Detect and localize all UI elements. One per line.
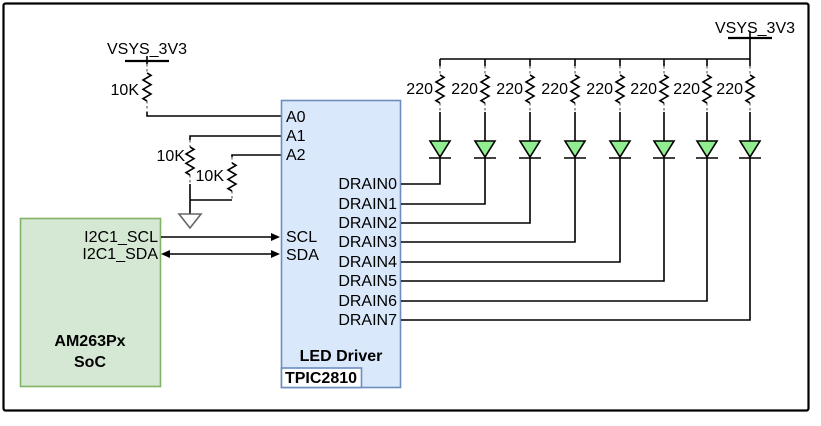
- pin-label-drain3: DRAIN3: [338, 234, 397, 251]
- led-network-wires: [401, 31, 751, 321]
- soc-title-line1: AM263Px: [54, 333, 125, 350]
- resistor-symbol-led4: [615, 74, 625, 104]
- resistor-symbol-a1: [185, 146, 195, 176]
- resistor-value-led3: 220: [541, 81, 568, 98]
- led-symbol-5: [652, 140, 676, 159]
- pin-label-drain5: DRAIN5: [338, 273, 397, 290]
- resistor-value-a2: 10K: [196, 168, 225, 185]
- sda-arrowhead-right: [271, 250, 280, 258]
- resistor-symbol-led3: [570, 74, 580, 104]
- resistor-value-led7: 220: [716, 81, 743, 98]
- pin-label-drain1: DRAIN1: [338, 196, 397, 213]
- left-wires: [146, 56, 281, 214]
- diagram-border: [2, 2, 810, 412]
- pin-label-a2: A2: [286, 147, 306, 164]
- resistor-value-a0: 10K: [111, 82, 140, 99]
- pin-label-drain2: DRAIN2: [338, 215, 397, 232]
- resistor-value-led2: 220: [496, 81, 523, 98]
- led-symbol-6: [695, 140, 719, 159]
- led-symbol-1: [473, 140, 497, 159]
- led-symbol-7: [738, 140, 762, 159]
- driver-title: LED Driver: [300, 348, 383, 365]
- pin-label-drain4: DRAIN4: [338, 254, 397, 271]
- ground-symbol: [177, 213, 203, 230]
- scl-arrowhead: [271, 233, 280, 241]
- soc-pin-scl: I2C1_SCL: [84, 229, 158, 246]
- pin-label-a0: A0: [286, 109, 306, 126]
- power-rail-label-left: VSYS_3V3: [107, 41, 187, 58]
- pin-label-drain0: DRAIN0: [338, 176, 397, 193]
- led-symbol-3: [563, 140, 587, 159]
- resistor-symbol-led7: [745, 74, 755, 104]
- led-symbol-0: [428, 140, 452, 159]
- resistor-symbol-a0: [142, 72, 152, 102]
- power-rail-label-right: VSYS_3V3: [715, 20, 795, 37]
- resistor-symbol-a2: [227, 162, 237, 192]
- resistor-value-led6: 220: [673, 81, 700, 98]
- pin-label-scl: SCL: [286, 229, 317, 246]
- resistor-symbol-led0: [435, 74, 445, 104]
- resistor-value-led1: 220: [451, 81, 478, 98]
- soc-title-line2: SoC: [74, 354, 106, 371]
- pin-label-drain7: DRAIN7: [338, 312, 397, 329]
- resistor-leads-left: [146, 64, 233, 200]
- driver-part-box: [280, 367, 363, 389]
- resistor-symbol-led1: [480, 74, 490, 104]
- resistor-symbol-led5: [659, 74, 669, 104]
- resistor-value-a1: 10K: [157, 148, 186, 165]
- pin-label-sda: SDA: [286, 247, 319, 264]
- led-symbol-4: [608, 140, 632, 159]
- soc-pin-sda: I2C1_SDA: [82, 246, 158, 263]
- resistor-symbol-led2: [525, 74, 535, 104]
- led-symbol-2: [518, 140, 542, 159]
- pin-label-a1: A1: [286, 128, 306, 145]
- resistor-value-led0: 220: [406, 81, 433, 98]
- resistor-value-led4: 220: [586, 81, 613, 98]
- driver-part-number: TPIC2810: [285, 370, 357, 387]
- resistor-symbol-led6: [702, 74, 712, 104]
- resistor-value-led5: 220: [630, 81, 657, 98]
- soc-block: [19, 217, 162, 388]
- driver-block: [280, 99, 402, 389]
- pin-label-drain6: DRAIN6: [338, 293, 397, 310]
- sda-arrowhead-left: [161, 250, 170, 258]
